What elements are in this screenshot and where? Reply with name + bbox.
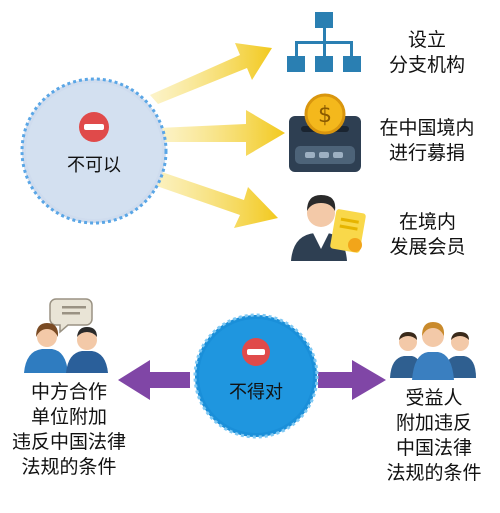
arrow-to-partner: [118, 360, 190, 400]
item-branch-label: 设立 分支机构: [388, 29, 465, 76]
arrow-to-branch: [150, 43, 272, 104]
partner-label: 中方合作 单位附加 违反中国法律 法规的条件: [11, 381, 126, 478]
org-chart-icon: [285, 10, 365, 80]
hub-must-not-label: 不得对: [229, 382, 283, 403]
hub-cannot-label: 不可以: [67, 155, 121, 176]
item-members-label: 在境内 发展会员: [389, 211, 466, 258]
arrow-to-beneficiary: [318, 360, 386, 400]
hub-cannot: 不可以: [18, 75, 170, 227]
arrow-to-donation: [158, 110, 285, 156]
business-partners-icon: [22, 295, 112, 375]
donation-box-icon: $: [287, 92, 363, 174]
beneficiaries-group-icon: [388, 318, 478, 380]
beneficiary-label: 受益人 附加违反 中国法律 法规的条件: [386, 387, 482, 484]
hub-must-not: 不得对: [192, 312, 320, 440]
item-donation-label: 在中国境内 进行募捐: [379, 117, 475, 164]
arrow-to-members: [145, 168, 278, 228]
svg-text:$: $: [318, 103, 332, 128]
member-certificate-icon: [285, 183, 375, 263]
